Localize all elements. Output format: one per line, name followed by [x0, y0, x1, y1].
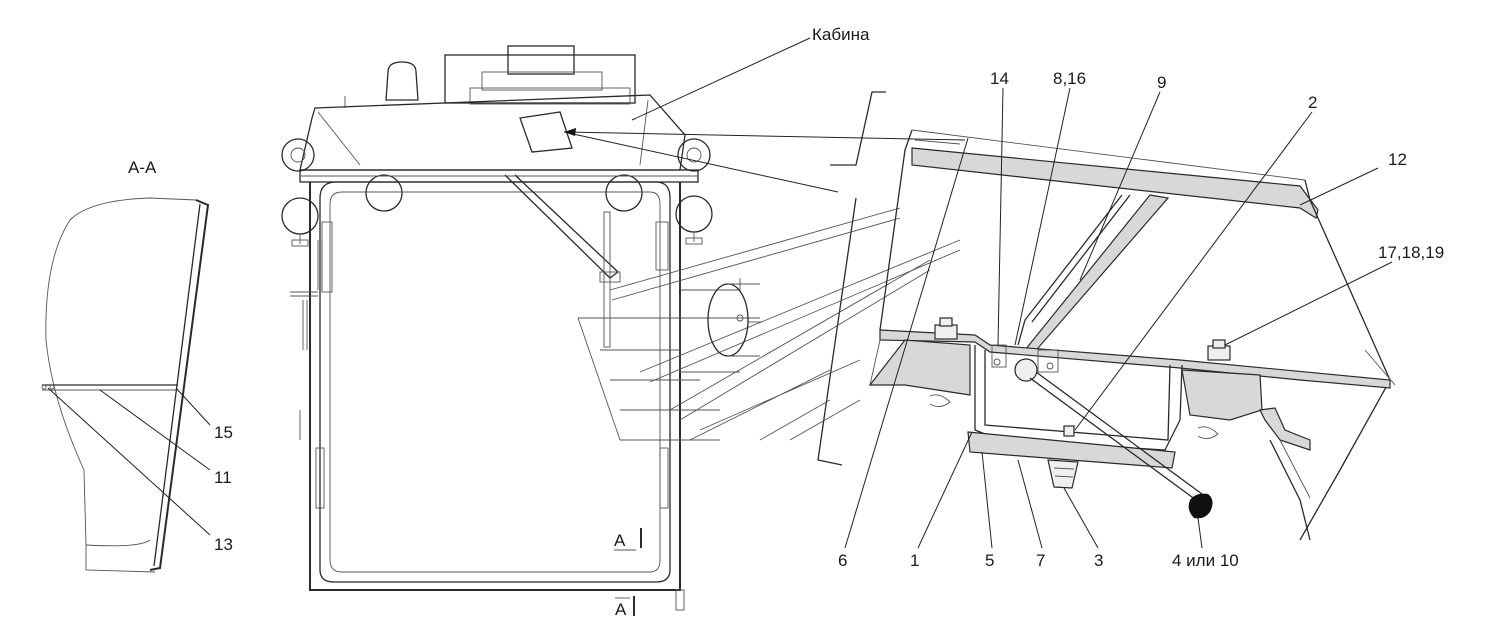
callout-5: 5 — [985, 551, 994, 570]
callout-15: 15 — [214, 423, 233, 442]
callout-13: 13 — [214, 535, 233, 554]
callout-4-or-10: 4 или 10 — [1172, 551, 1239, 570]
callout-17-18-19: 17,18,19 — [1378, 243, 1444, 262]
callout-9: 9 — [1157, 73, 1166, 92]
cabin-label: Кабина — [812, 25, 870, 44]
cabin-front-view: А А Кабина — [281, 25, 870, 619]
section-marker-upper: А — [614, 531, 626, 550]
section-marker-lower: А — [615, 600, 627, 619]
section-a-a-title: А-А — [128, 158, 157, 177]
detail-connector — [563, 91, 966, 466]
section-a-a-view: А-А 15 11 13 — [41, 158, 233, 573]
callout-1: 1 — [910, 551, 919, 570]
callout-2: 2 — [1308, 93, 1317, 112]
callout-8-16: 8,16 — [1053, 69, 1086, 88]
callout-11: 11 — [214, 468, 232, 487]
callout-6: 6 — [838, 551, 847, 570]
callout-7: 7 — [1036, 551, 1045, 570]
detail-view: 14 8,16 9 2 12 17,18,19 6 1 5 7 3 4 или … — [838, 69, 1444, 570]
callout-12: 12 — [1388, 150, 1407, 169]
callout-3: 3 — [1094, 551, 1103, 570]
callout-14: 14 — [990, 69, 1009, 88]
